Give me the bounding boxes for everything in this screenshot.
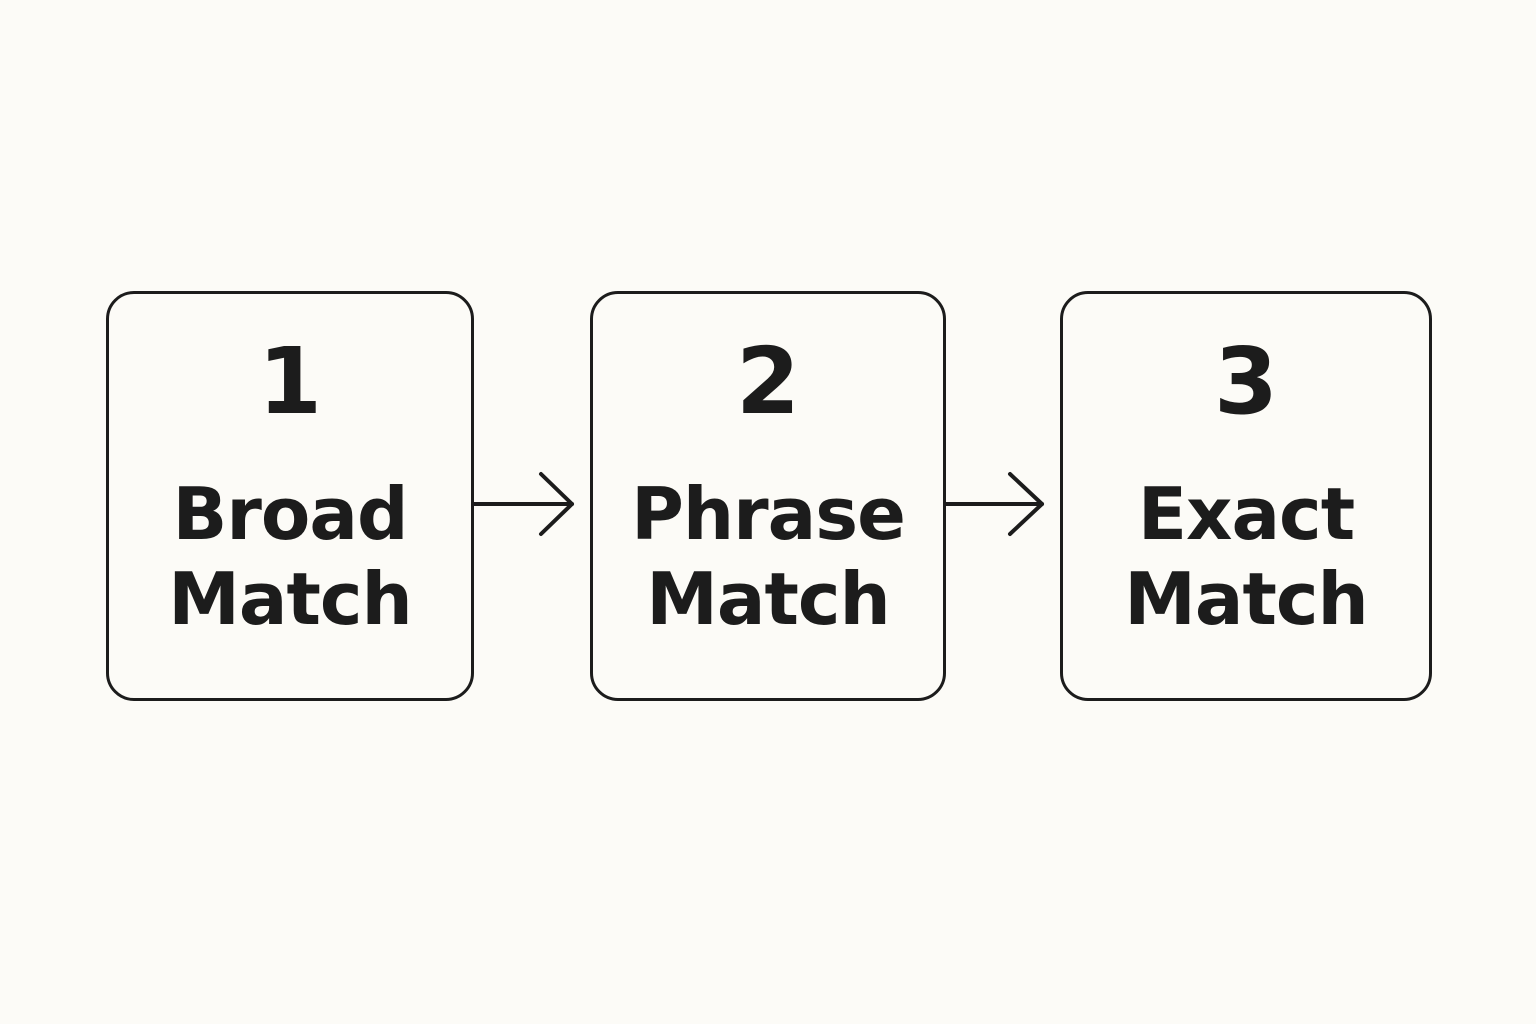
step-label-line-2: Match xyxy=(168,557,413,641)
arrow-right-icon xyxy=(472,472,574,536)
step-label: Phrase Match xyxy=(593,472,943,642)
step-label-line-1: Exact xyxy=(1137,472,1355,556)
step-box-exact-match: 3 Exact Match xyxy=(1060,291,1432,701)
arrow-right-icon xyxy=(944,472,1044,536)
step-label: Broad Match xyxy=(109,472,471,642)
step-box-broad-match: 1 Broad Match xyxy=(106,291,474,701)
step-label-line-2: Match xyxy=(1124,557,1369,641)
step-label-line-1: Broad xyxy=(172,472,409,556)
step-number: 2 xyxy=(735,328,800,435)
step-box-phrase-match: 2 Phrase Match xyxy=(590,291,946,701)
step-number: 1 xyxy=(257,328,322,435)
step-number: 3 xyxy=(1213,328,1278,435)
step-label: Exact Match xyxy=(1063,472,1429,642)
step-label-line-1: Phrase xyxy=(631,472,906,556)
step-label-line-2: Match xyxy=(646,557,891,641)
